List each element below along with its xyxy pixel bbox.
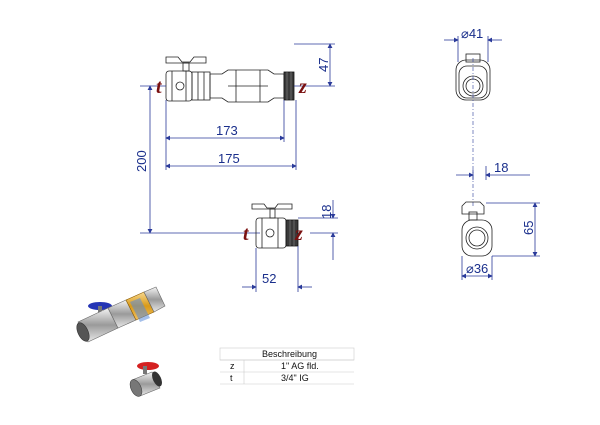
- marker-t-upper: t: [156, 76, 163, 98]
- dim-width-173: 173: [216, 123, 238, 138]
- lower-handle-outline: [251, 203, 293, 210]
- marker-z-lower: z: [294, 223, 303, 245]
- dim-vertical-200: 200: [134, 150, 149, 172]
- dim-width-18-right: 18: [494, 160, 508, 175]
- dim-diameter-41: ⌀41: [461, 26, 483, 41]
- table-header: Beschreibung: [262, 349, 317, 359]
- product-render-small: [129, 362, 162, 397]
- dim-height-65: 65: [521, 221, 536, 235]
- upper-handle-stem: [182, 62, 190, 72]
- upper-valve-assembly: [165, 56, 295, 103]
- dim-diameter-36: ⌀36: [466, 261, 488, 276]
- lower-dimensions: [242, 200, 338, 292]
- table-row-value: 3/4" IG: [281, 373, 309, 383]
- marker-t-lower: t: [243, 223, 250, 245]
- table-row-value: 1" AG fld.: [281, 361, 319, 371]
- product-render-large: [76, 286, 166, 343]
- upper-dimensions: [140, 43, 335, 234]
- upper-valve-body: [165, 70, 193, 102]
- end-view-lower-dimensions: [461, 202, 540, 280]
- description-table: Beschreibung z 1" AG fld. t 3/4" IG: [219, 347, 355, 385]
- end-view-upper-dimensions: [444, 36, 530, 208]
- dim-width-52: 52: [262, 271, 276, 286]
- lower-valve-body: [255, 217, 287, 249]
- table-row-key: t: [230, 373, 233, 383]
- marker-z-upper: z: [298, 76, 307, 98]
- table-row-key: z: [230, 361, 235, 371]
- upper-handle-outline: [165, 56, 207, 64]
- dim-width-175: 175: [218, 151, 240, 166]
- upper-flat-seal-end: [283, 71, 295, 101]
- dim-height-47: 47: [316, 58, 331, 72]
- dim-height-18: 18: [319, 205, 334, 219]
- upper-union-nut: [191, 71, 211, 101]
- end-view-lower: [461, 201, 493, 257]
- lower-valve: [251, 203, 299, 249]
- lower-flat-seal-end: [285, 219, 299, 247]
